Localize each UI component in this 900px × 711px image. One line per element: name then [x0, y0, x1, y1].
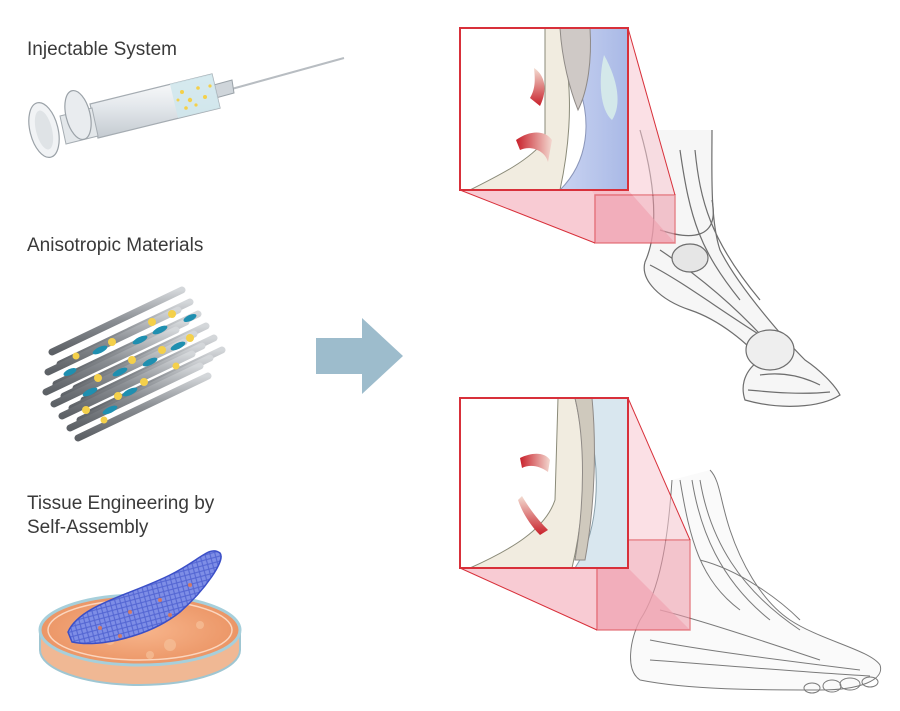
- right-arrow-icon: [316, 318, 403, 394]
- lesion-lower-2: [518, 496, 548, 535]
- leg-side-view: [639, 129, 841, 407]
- petri-dish-illustration: [38, 550, 242, 686]
- needle: [227, 57, 345, 91]
- zoom-inset-top: [459, 27, 629, 191]
- lesion-lower-1: [520, 453, 550, 472]
- zoom-region-top: [594, 194, 676, 244]
- syringe-fluid: [170, 74, 220, 118]
- lesion-upper-1: [530, 68, 545, 106]
- zoom-inset-bottom: [459, 397, 629, 569]
- yellow-cells: [72, 310, 194, 424]
- injectable-system-label: Injectable System: [27, 39, 177, 60]
- syringe-flange: [64, 89, 92, 141]
- syringe-illustration: [28, 57, 345, 158]
- anisotropic-materials-label: Anisotropic Materials: [27, 235, 204, 256]
- lesion-upper-2: [516, 132, 552, 162]
- fluid-particles: [176, 84, 212, 110]
- tissue-engineering-label: Tissue Engineering by Self-Assembly: [27, 493, 215, 538]
- teal-cells: [63, 313, 197, 415]
- fiber-bundle-illustration: [42, 286, 226, 442]
